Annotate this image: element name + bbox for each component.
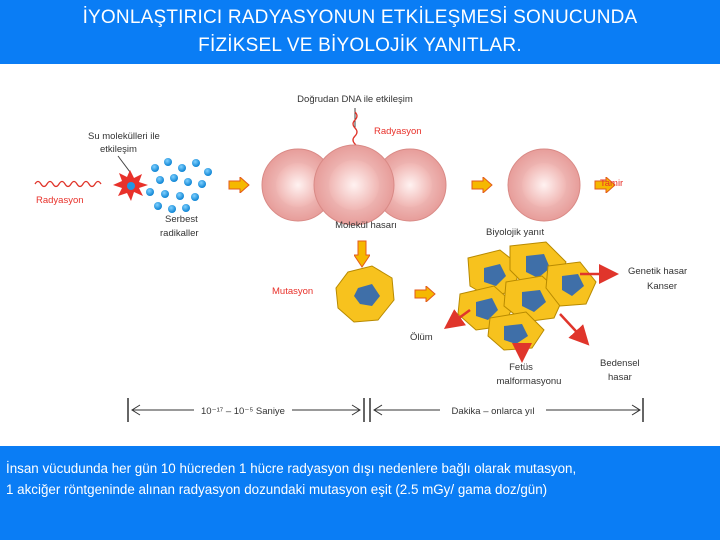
cluster-nucleus: [504, 324, 528, 344]
repaired-cell-nucleus: [522, 163, 566, 207]
timeline-arrowhead: [131, 404, 141, 416]
cluster-nucleus: [522, 290, 546, 312]
diagram-figure: Doğrudan DNA ile etkileşim Radyasyon Su …: [0, 64, 720, 446]
bio-response-label: Biyolojik yanıt: [486, 227, 544, 238]
free-radicals-label-2: radikaller: [160, 228, 199, 239]
radical-dot: [198, 180, 206, 188]
arrow-to-cells: [228, 177, 250, 193]
free-radicals-label-1: Serbest: [165, 214, 198, 225]
repair-label: Tamir: [600, 178, 623, 189]
arrow-to-repair-1: [471, 177, 493, 193]
caption-line-2: 1 akciğer röntgeninde alınan radyasyon d…: [6, 482, 548, 497]
caption-line-1: İnsan vücudunda her gün 10 hücreden 1 hü…: [6, 461, 577, 476]
title-line-2: FİZİKSEL VE BİYOLOJİK YANITLAR.: [198, 35, 522, 56]
radical-dot: [204, 168, 212, 176]
water-label-1: Su molekülleri ile: [88, 131, 160, 142]
genetic-damage-label-1: Genetik hasar: [628, 266, 687, 277]
arrow-to-mutation: [354, 240, 370, 268]
timeline-arrowhead: [631, 404, 641, 416]
fetus-label-1: Fetüs: [509, 362, 533, 373]
slide-title: İYONLAŞTIRICI RADYASYONUN ETKİLEŞMESİ SO…: [0, 0, 720, 64]
radiation-top-label: Radyasyon: [374, 126, 422, 137]
cell-row: [261, 144, 447, 226]
radical-dot: [161, 190, 169, 198]
mutated-cell-cluster: [457, 241, 597, 351]
radical-dot: [178, 164, 186, 172]
radical-dot: [182, 204, 190, 212]
cluster-nucleus: [484, 264, 506, 286]
radical-dot: [170, 174, 178, 182]
radical-dot: [168, 205, 176, 213]
genetic-damage-label-2: Kanser: [647, 281, 677, 292]
cluster-nucleus: [526, 254, 550, 278]
cell-nucleus: [388, 163, 432, 207]
water-pointer: [117, 155, 131, 173]
time-right-label: Dakika – onlarca yıl: [452, 406, 535, 417]
arrow-to-somatic: [559, 313, 590, 346]
cluster-nucleus: [562, 274, 584, 296]
cell-nucleus: [276, 163, 320, 207]
radical-dot: [191, 193, 199, 201]
radical-dot: [192, 159, 200, 167]
left-radiation-wave: [34, 180, 102, 188]
title-line-1: İYONLAŞTIRICI RADYASYONUN ETKİLEŞMESİ SO…: [82, 7, 638, 28]
radical-dot: [146, 188, 154, 196]
somatic-label-1: Bedensel: [600, 358, 640, 369]
death-label: Ölüm: [410, 332, 433, 343]
time-left-label: 10⁻¹⁷ – 10⁻⁵ Saniye: [201, 406, 285, 417]
impact-core: [127, 182, 135, 190]
direct-dna-label: Doğrudan DNA ile etkileşim: [297, 94, 413, 105]
radical-dot: [164, 158, 172, 166]
cluster-nucleus: [476, 298, 498, 320]
mutated-cell-nucleus: [354, 284, 380, 306]
arrow-to-death: [443, 308, 471, 329]
timeline: 10⁻¹⁷ – 10⁻⁵ Saniye Dakika – onlarca yıl: [127, 398, 644, 422]
arrow-to-bio-response: [414, 286, 436, 302]
radiation-left-label: Radyasyon: [36, 195, 84, 206]
timeline-arrowhead: [373, 404, 383, 416]
somatic-label-2: hasar: [608, 372, 632, 383]
free-radical-dots: [146, 158, 212, 213]
timeline-arrowhead: [351, 404, 361, 416]
mutation-label: Mutasyon: [272, 286, 313, 297]
radiation-response-diagram: Doğrudan DNA ile etkileşim Radyasyon Su …: [34, 94, 687, 422]
cell-nucleus: [329, 160, 379, 210]
radical-dot: [176, 192, 184, 200]
radical-dot: [154, 202, 162, 210]
fetus-label-2: malformasyonu: [497, 376, 562, 387]
water-label-2: etkileşim: [100, 144, 137, 155]
caption: İnsan vücudunda her gün 10 hücreden 1 hü…: [6, 458, 716, 500]
radical-dot: [184, 178, 192, 186]
radical-dot: [151, 164, 159, 172]
molecular-damage-label: Molekül hasarı: [335, 220, 397, 231]
radical-dot: [156, 176, 164, 184]
